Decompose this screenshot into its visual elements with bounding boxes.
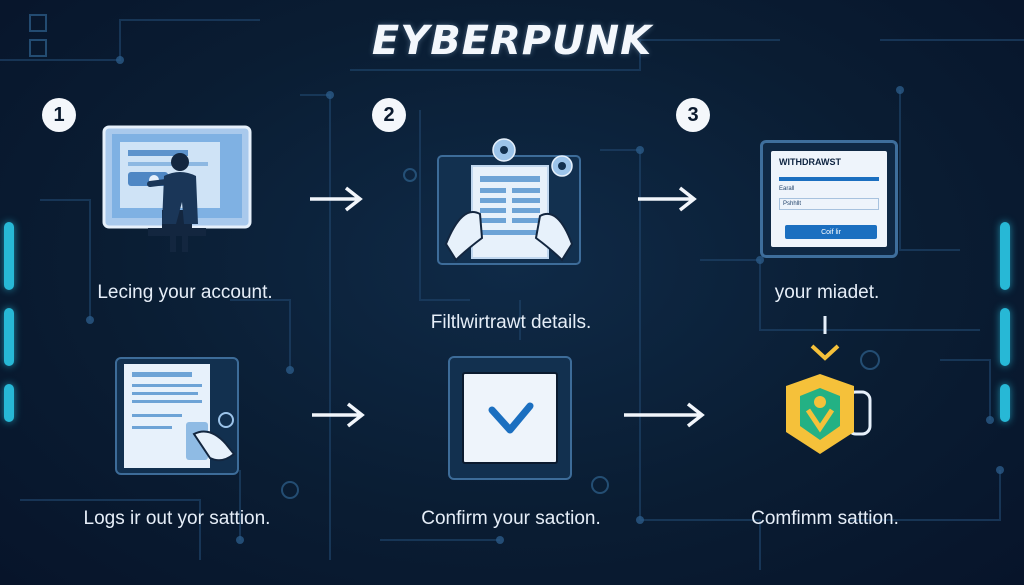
checkmark-icon [488, 402, 534, 434]
page-title: EYBERPUNK [371, 18, 653, 64]
monitor-user-icon [102, 125, 252, 252]
form-progress-bar [779, 177, 879, 181]
step-number-3: 3 [676, 98, 710, 132]
arrow-right-icon-4 [624, 402, 705, 428]
right-accent-bar-3 [1000, 384, 1010, 422]
session-document-icon [115, 357, 239, 475]
step-1-caption: Lecing your account. [97, 282, 273, 303]
bottom-caption-2: Confirm your saction. [421, 508, 601, 529]
left-accent-bar-2 [4, 308, 14, 366]
left-accent-bar-3 [4, 384, 14, 422]
form-label-email: Earall [779, 186, 795, 192]
step-number-2: 2 [372, 98, 406, 132]
arrow-right-icon-2 [638, 186, 697, 212]
document-details-icon [437, 138, 581, 265]
step-number-1: 1 [42, 98, 76, 132]
withdraw-form: WITHDRAWST Earall Pshhllt Coif lir [760, 140, 898, 258]
shield-badge-icon [786, 374, 872, 454]
bottom-caption-1: Logs ir out yor sattion. [83, 508, 271, 529]
withdraw-form-title: WITHDRAWST [779, 157, 841, 167]
left-accent-bar-1 [4, 222, 14, 290]
confirm-withdraw-button-label: Coif lir [821, 228, 841, 236]
step-2-caption: Filtlwirtrawt details. [430, 312, 592, 333]
form-input-field[interactable] [779, 198, 879, 210]
down-arrow-indicator-icon [810, 316, 840, 361]
form-label-password: Pshhllt [783, 201, 802, 207]
right-accent-bar-1 [1000, 222, 1010, 290]
step-3-caption: your miadet. [774, 282, 880, 303]
right-accent-bar-2 [1000, 308, 1010, 366]
arrow-right-icon-3 [312, 402, 365, 428]
confirm-withdraw-button[interactable]: Coif lir [785, 225, 877, 239]
confirm-check-panel [448, 356, 572, 480]
bottom-caption-3: Comfimm sattion. [751, 508, 899, 529]
arrow-right-icon-1 [310, 186, 363, 212]
